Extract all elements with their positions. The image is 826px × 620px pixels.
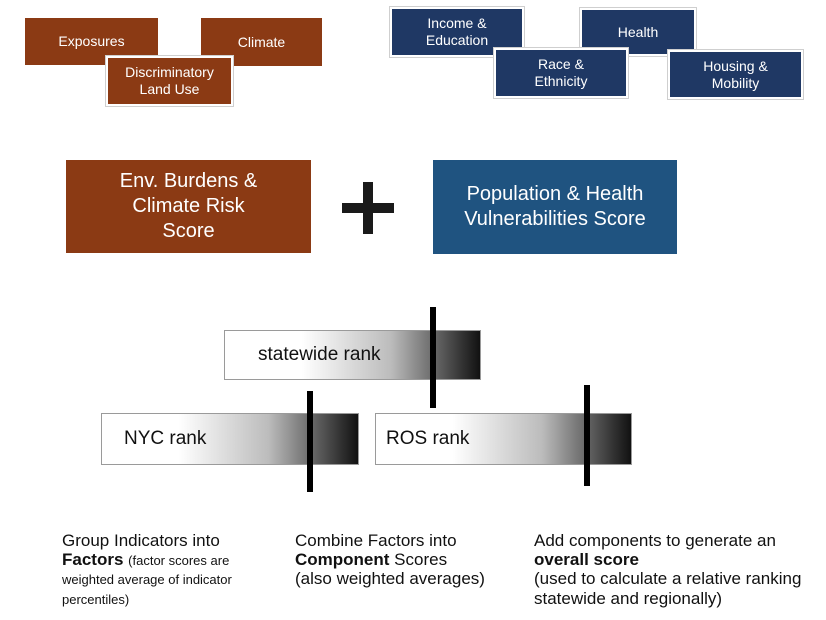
caption-step-factors-bold: Factors — [62, 550, 124, 570]
factor-housing-mobility-label: Housing & Mobility — [703, 57, 768, 91]
ros-rank-bar: ROS rank — [375, 413, 632, 465]
statewide-rank-marker — [430, 307, 436, 408]
factor-race-ethnicity-label: Race & Ethnicity — [534, 56, 588, 89]
plus-icon — [342, 182, 394, 234]
caption-step-components: Combine Factors into Component Scores (a… — [295, 531, 515, 589]
ros-rank-marker — [584, 385, 590, 486]
caption-step-factors-small: (factor scores are weighted average of i… — [62, 553, 232, 607]
factor-discriminatory-land-use: Discriminatory Land Use — [105, 55, 234, 107]
factor-housing-mobility: Housing & Mobility — [667, 49, 804, 100]
caption-step-overall-bold: overall score — [534, 550, 639, 570]
statewide-rank-label: statewide rank — [258, 344, 381, 365]
nyc-rank-marker — [307, 391, 313, 492]
env-burdens-score-box: Env. Burdens & Climate Risk Score — [66, 160, 311, 253]
env-burdens-score-label: Env. Burdens & Climate Risk Score — [119, 170, 258, 242]
factor-health-label: Health — [617, 23, 659, 40]
caption-step-factors: Group Indicators into Factors (factor sc… — [62, 531, 277, 608]
population-health-score-label: Population & Health Vulnerabilities Scor… — [464, 183, 646, 230]
factor-climate-label: Climate — [237, 33, 286, 50]
caption-step-components-line1: Combine Factors into — [295, 531, 457, 550]
factor-income-education-label: Income & Education — [425, 15, 489, 48]
factor-race-ethnicity: Race & Ethnicity — [493, 47, 629, 99]
factor-discriminatory-land-use-label: Discriminatory Land Use — [125, 64, 214, 97]
caption-step-overall: Add components to generate an overall sc… — [534, 531, 804, 608]
ros-rank-label: ROS rank — [386, 428, 470, 449]
population-health-score-box: Population & Health Vulnerabilities Scor… — [433, 160, 677, 254]
caption-step-factors-line1: Group Indicators into — [62, 531, 220, 550]
factor-exposures: Exposures — [25, 18, 158, 65]
caption-step-components-sub: (also weighted averages) — [295, 569, 485, 589]
nyc-rank-bar: NYC rank — [101, 413, 359, 465]
caption-step-components-rest: Scores — [389, 550, 448, 570]
caption-step-overall-line1: Add components to generate an — [534, 531, 776, 550]
factor-exposures-label: Exposures — [58, 33, 125, 50]
statewide-rank-bar: statewide rank — [224, 330, 481, 380]
nyc-rank-label: NYC rank — [124, 428, 207, 449]
caption-step-overall-sub: (used to calculate a relative ranking st… — [534, 569, 802, 608]
caption-step-components-bold: Component — [295, 550, 390, 570]
